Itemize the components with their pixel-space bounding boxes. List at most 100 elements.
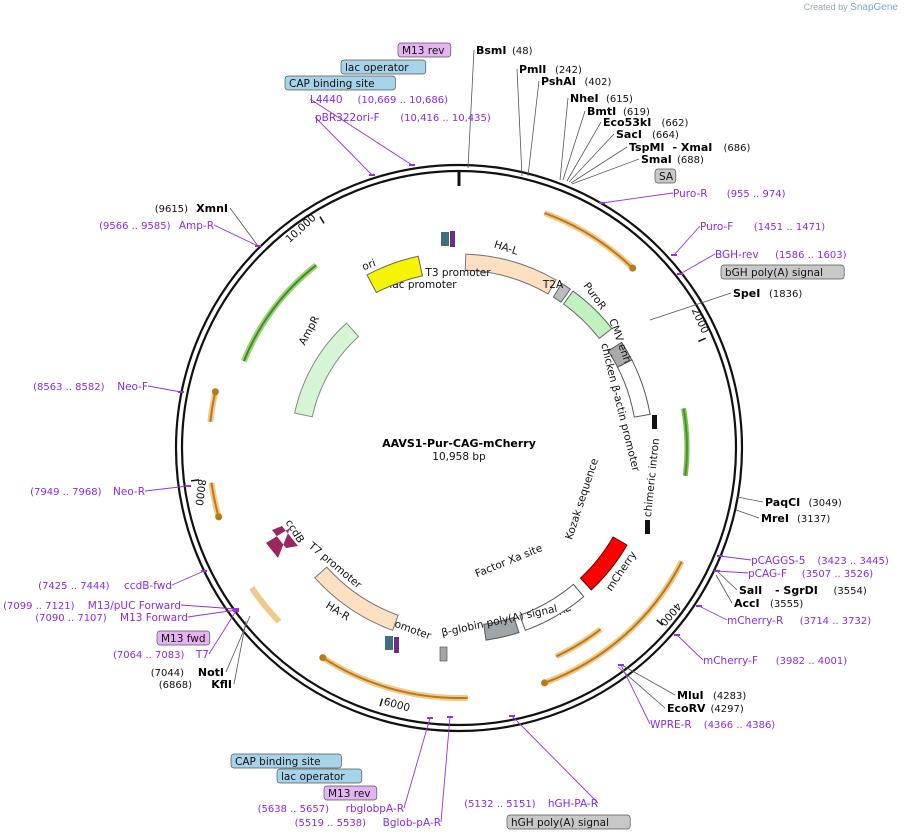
primer-puro-r: Puro-R	[673, 188, 708, 200]
site-acci: AccI	[734, 597, 760, 610]
orange-feature-arc-line	[322, 656, 468, 699]
lac-operator-block	[385, 636, 393, 650]
feature-tag-label: SA	[659, 171, 674, 183]
primer-puro-r-pos: (955 .. 974)	[727, 189, 786, 200]
primer-m13-forward-pos: (7090 .. 7107)	[35, 613, 107, 624]
green-feature-arc-line	[682, 408, 688, 476]
site-leader	[233, 620, 247, 685]
site-paqci: PaqCI	[765, 496, 800, 509]
feature-mcherry	[579, 536, 628, 591]
feature-label-ori: ori	[360, 257, 377, 273]
site-leader	[570, 146, 628, 184]
primer-t7: T7	[195, 649, 209, 661]
orange-arrowhead	[541, 679, 549, 687]
primer-l4440-pos: (10,669 .. 10,686)	[358, 95, 449, 106]
site-mrei: MreI	[761, 512, 789, 525]
site-pos-tspmi: (686)	[724, 143, 751, 154]
feature-label-t2a: T2A	[542, 279, 564, 291]
site-pos-eco53ki: (662)	[662, 118, 689, 129]
primer-neo-f-pos: (8563 .. 8582)	[33, 382, 105, 393]
feature-tag	[284, 75, 396, 91]
orange-arrowhead	[629, 264, 637, 272]
site-sali: SalI	[739, 584, 762, 597]
primer-leader	[673, 225, 701, 256]
feature-tag-label: M13 fwd	[161, 633, 206, 645]
site-kfli: KflI	[211, 678, 232, 691]
site-leader	[225, 615, 251, 673]
primer-leader	[180, 604, 237, 610]
primer-m13-puc-forward: M13/pUC Forward	[88, 600, 181, 612]
primer-leader	[440, 716, 451, 823]
primer-neo-r: Neo-R	[113, 486, 145, 498]
primer-leader	[601, 192, 674, 204]
primer-leader	[309, 98, 413, 166]
primer-puro-f-pos: (1451 .. 1471)	[754, 222, 826, 233]
plasmid-size: 10,958 bp	[432, 451, 486, 463]
feature-tag	[156, 630, 211, 646]
primer-pbr322ori-f: pBR322ori-F	[315, 112, 380, 124]
snapgene-credit: Created by SnapGene	[803, 2, 898, 13]
ruler-label: 6000	[382, 696, 411, 715]
primer-m13-forward: M13 Forward	[120, 612, 188, 624]
primer-bgh-rev: BGH-rev	[715, 249, 759, 261]
site-pos-spei: (1836)	[769, 289, 802, 300]
site-pos-xmni: (9615)	[155, 204, 188, 215]
primer-puro-f: Puro-F	[700, 221, 733, 233]
feature-tag	[506, 814, 631, 830]
primer-leader	[679, 253, 716, 275]
primer-leader	[620, 664, 651, 725]
ruler-tick	[656, 619, 664, 626]
primer-hgh-pa-r-pos: (5132 .. 5151)	[464, 799, 536, 810]
primer-mcherry-r-pos: (3714 .. 3732)	[800, 616, 872, 627]
primer-mcherry-f-pos: (3982 .. 4001)	[776, 656, 848, 667]
orange-feature-arc-line	[544, 212, 634, 269]
feature-ori	[366, 255, 424, 294]
site-pshai: PshAI	[541, 75, 576, 88]
primer-l4440: L4440	[310, 94, 343, 106]
primer-leader	[719, 555, 752, 561]
site-leader	[527, 80, 540, 177]
feature-label-lac-promoter-top: lac promoter	[389, 279, 457, 291]
primer-mcherry-f: mCherry-F	[703, 655, 758, 667]
orange-feature-arc-line	[555, 628, 602, 658]
lac-operator-block	[441, 232, 449, 246]
primer-leader	[716, 570, 749, 574]
site-eco53ki: Eco53kI	[603, 116, 651, 129]
site-pos-paqci: (3049)	[809, 498, 842, 509]
site-leader	[568, 133, 615, 183]
feature-ccdb	[266, 526, 298, 558]
primer-hgh-pa-r: hGH-PA-R	[548, 798, 598, 810]
feature-tag	[654, 168, 677, 184]
primer-leader	[171, 570, 205, 586]
feature-t2a	[552, 282, 571, 303]
site-smai: SmaI	[641, 153, 672, 166]
primer-leader	[314, 116, 373, 176]
site-leader	[516, 68, 523, 177]
feature-tag-label: bGH poly(A) signal	[725, 267, 823, 279]
feature-tag-label: M13 rev	[328, 788, 371, 800]
site-xmni: XmnI	[196, 202, 228, 215]
m13-fwd-block	[394, 637, 399, 653]
site-leader	[735, 509, 760, 519]
feature-label-ha-l: HA-L	[492, 239, 519, 258]
orange-feature-arc	[321, 655, 468, 701]
feature-tag	[720, 264, 845, 280]
feature-label-ampr: AmpR	[297, 314, 322, 347]
site-pos-ecorv: (4297)	[711, 704, 744, 715]
m13-rev-block	[450, 231, 455, 247]
orange-feature-arc	[249, 586, 282, 624]
site-bmti: BmtI	[587, 105, 616, 118]
ruler-label: 8000	[192, 478, 207, 506]
site-pos-saci: (664)	[652, 130, 679, 141]
site-leader	[559, 97, 569, 181]
primer-leader	[187, 609, 237, 618]
feature-tag	[230, 753, 342, 769]
green-feature-arc-line	[242, 264, 317, 362]
backbone-inner-ring	[180, 169, 738, 727]
feature-label-chimeric-intron: chimeric intron	[642, 438, 662, 518]
feature-ha-r	[314, 566, 399, 631]
primer-leader	[208, 610, 237, 655]
snapgene-logo: SnapGene	[850, 2, 898, 13]
small-polyA-block	[439, 646, 448, 662]
